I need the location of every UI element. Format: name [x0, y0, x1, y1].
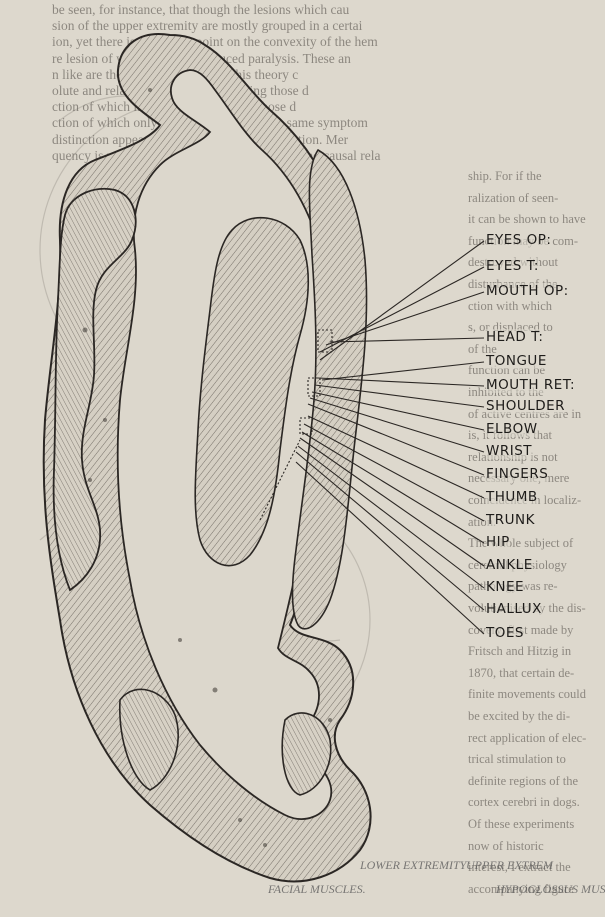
region-label: EYES T:	[486, 258, 539, 274]
region-label: THUMB	[486, 489, 538, 505]
region-label: KNEE	[486, 579, 524, 595]
caption-facial: FACIAL MUSCLES.	[268, 882, 366, 897]
region-label: ANKLE	[486, 557, 533, 573]
caption-upper-right: UPPER EXTREM	[466, 858, 553, 873]
region-label: HALLUX	[486, 601, 542, 617]
region-label: FINGERS	[486, 466, 548, 482]
caption-lower-extremity: LOWER EXTREMITY	[360, 858, 466, 873]
region-label: TOES	[486, 625, 524, 641]
region-label: SHOULDER	[486, 398, 565, 414]
region-label: WRIST	[486, 443, 532, 459]
region-label: EYES OP:	[486, 232, 551, 248]
region-label: MOUTH OP:	[486, 283, 569, 299]
region-label: TRUNK	[486, 512, 535, 528]
region-label: HEAD T:	[486, 329, 543, 345]
region-label: MOUTH RET:	[486, 377, 575, 393]
region-label: HIP	[486, 534, 510, 550]
caption-hypoglossus: HYPOGLOSSUS MUS	[496, 882, 605, 897]
region-label: TONGUE	[486, 353, 547, 369]
region-label: ELBOW	[486, 421, 538, 437]
